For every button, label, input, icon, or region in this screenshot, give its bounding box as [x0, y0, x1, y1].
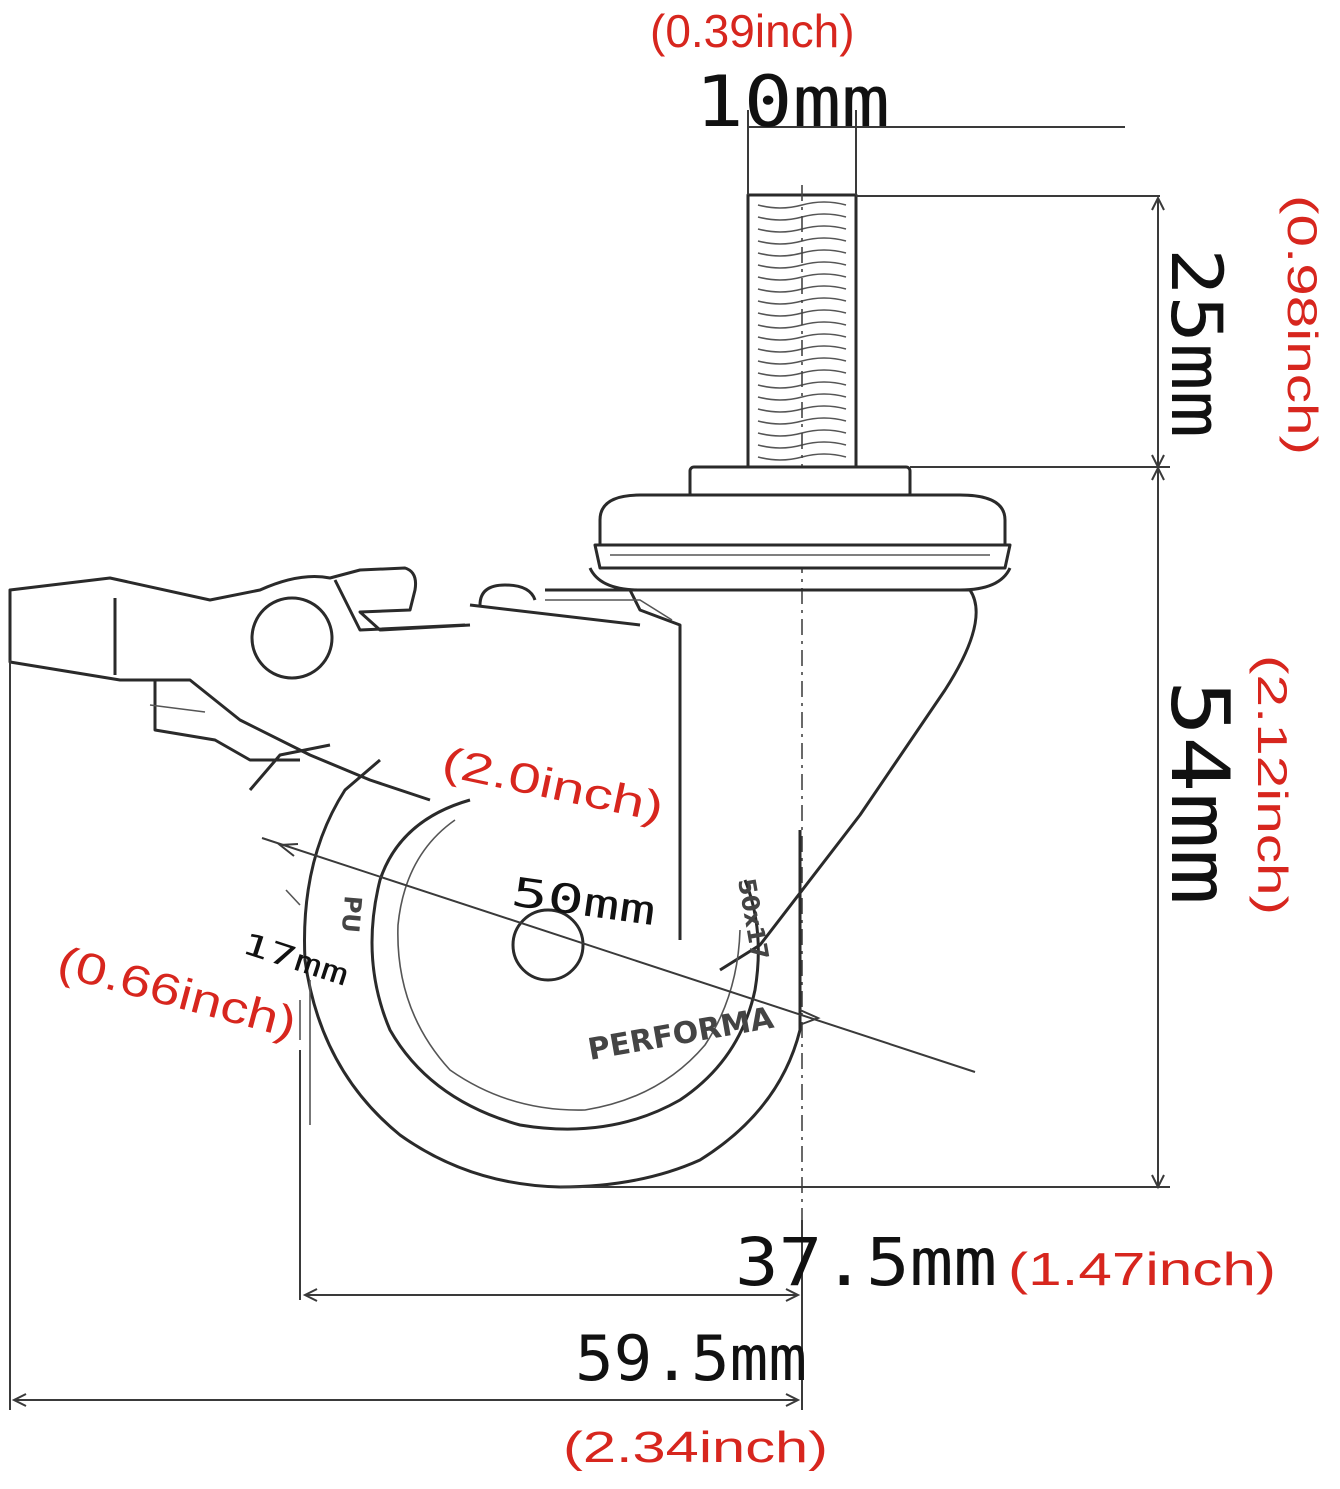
overall-length-inch-label: (2.34inch) [563, 1423, 828, 1472]
threaded-stem [746, 185, 858, 1400]
swivel-offset-inch-label: (1.47inch) [1008, 1243, 1276, 1295]
swivel-offset-mm-label: 37.5mm [735, 1224, 997, 1301]
wheel-diameter-mm-label: 50mm [509, 869, 659, 935]
fork-body [469, 583, 978, 972]
stem-diameter-mm-label: 10mm [695, 61, 890, 143]
thread-line [757, 417, 847, 425]
stem-length-mm-label: 25mm [1155, 248, 1237, 438]
stem-length-inch-label: (0.98inch) [1279, 195, 1326, 455]
tread-marking-brand: PERFORMA [585, 1001, 777, 1068]
thread-line [757, 273, 847, 281]
thread-line [757, 333, 847, 341]
thread-line [757, 261, 847, 269]
wheel: PERFORMA 50x17 PU [303, 758, 802, 1189]
total-height-mm-label: 54mm [1153, 680, 1246, 905]
brake-lever [8, 566, 471, 802]
swivel-mount [588, 465, 1012, 592]
wheel-width-mm-label: 17mm [238, 926, 353, 993]
thread-line [757, 201, 847, 209]
overall-length-mm-label: 59.5mm [575, 1322, 807, 1395]
total-height-inch-label: (2.12inch) [1249, 655, 1296, 915]
thread-line [757, 357, 847, 365]
thread-line [757, 393, 847, 401]
stem-diameter-inch-label: (0.39inch) [650, 5, 855, 57]
wheel-diameter-inch-label: (2.0inch) [438, 738, 668, 831]
tread-marking-side: PU [336, 894, 367, 933]
dimension-lines [9, 110, 1170, 1410]
dimension-labels: (0.39inch) 10mm 25mm (0.98inch) 54mm (2.… [52, 5, 1326, 1472]
